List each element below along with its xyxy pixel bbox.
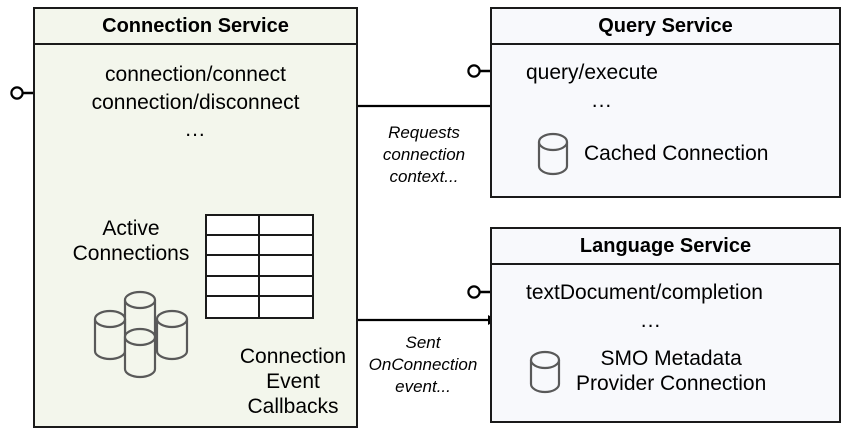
language-service-body: textDocument/completion ... SMO Metadata… [492,265,839,421]
language-service-operations: textDocument/completion ... [492,279,839,334]
table-grid-icon [205,214,314,319]
grid-cell [207,236,260,257]
query-service-title: Query Service [492,9,839,45]
component-query-service[interactable]: Query Service query/execute ... Cached C… [490,7,841,198]
connection-event-callbacks-label: Connection Event Callbacks [217,345,369,419]
grid-cell [259,216,312,237]
grid-cell [259,256,312,277]
grid-cell [259,277,312,297]
grid-cell [207,296,260,317]
cached-connection-row: Cached Connection [536,131,768,177]
language-service-title: Language Service [492,229,839,265]
connector-label-requests-connection-context: Requests connection context... [382,123,466,187]
connection-service-title: Connection Service [35,9,356,45]
component-language-service[interactable]: Language Service textDocument/completion… [490,227,841,423]
query-service-body: query/execute ... Cached Connection [492,45,839,196]
connection-service-body: connection/connect connection/disconnect… [35,45,356,426]
grid-cell [207,216,260,237]
connector-label-sent-onconnection-event: Sent OnConnection event... [368,333,478,397]
active-connections-text: Active Connections [72,217,190,265]
smo-metadata-provider-row: SMO Metadata Provider Connection [528,347,766,397]
language-service-operations-ellipsis: ... [640,308,662,332]
grid-cell [207,256,260,277]
component-connection-service[interactable]: Connection Service connection/connect co… [33,7,358,428]
connection-service-operations-ellipsis: ... [185,118,206,142]
database-icon [537,132,569,176]
cached-connection-label: Cached Connection [584,141,769,165]
operation-connection-connect: connection/connect [105,63,286,86]
grid-cell [207,276,260,297]
operation-connection-disconnect: connection/disconnect [91,90,300,114]
connection-service-operations: connection/connect connection/disconnect… [35,61,356,144]
operation-textdocument-completion: textDocument/completion [526,281,763,304]
smo-metadata-provider-label: SMO Metadata Provider Connection [576,347,767,395]
active-connections-label: Active Connections [47,217,215,267]
query-service-operations-ellipsis: ... [591,88,613,112]
connection-event-callbacks-text: Connection Event Callbacks [239,345,347,418]
database-cluster-icon [93,290,189,379]
database-icon [529,350,561,393]
grid-cell [259,236,312,257]
grid-cell [260,297,313,317]
operation-query-execute: query/execute [526,61,658,84]
query-service-operations: query/execute ... [492,59,839,114]
